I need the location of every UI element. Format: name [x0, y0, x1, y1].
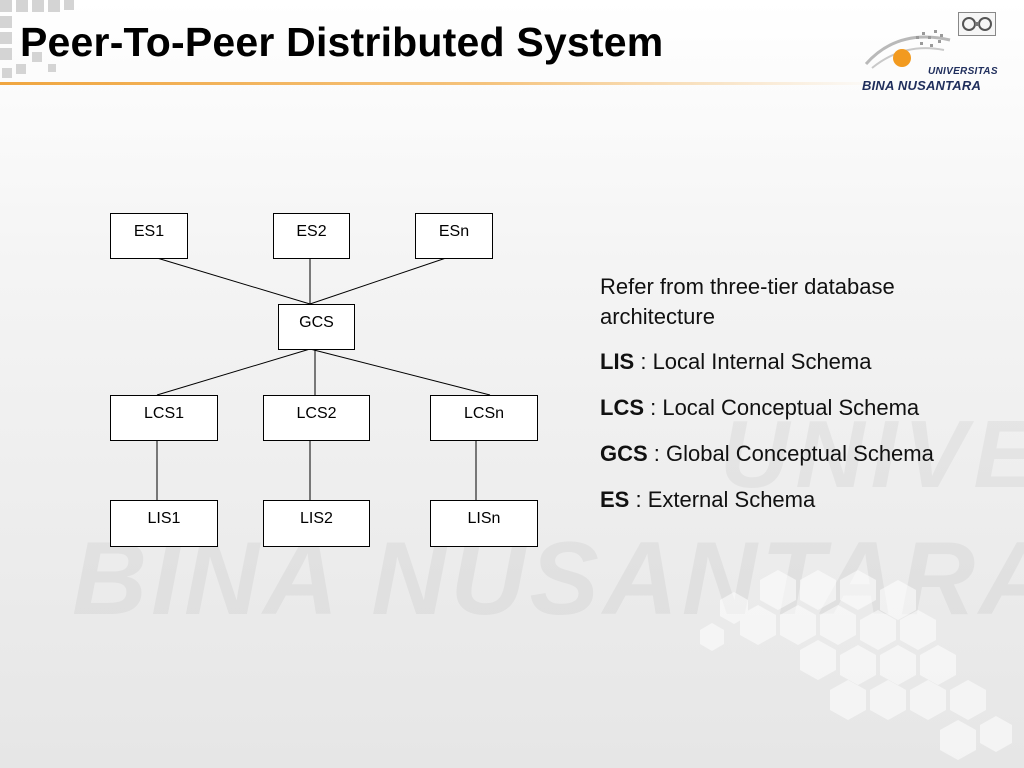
legend-definition: : Local Conceptual Schema — [644, 395, 920, 420]
connector-gcs-lcsn — [309, 348, 491, 396]
node-esn: ESn — [415, 213, 493, 259]
node-es1: ES1 — [110, 213, 188, 259]
legend-item-lis: LIS : Local Internal Schema — [600, 346, 1010, 378]
logo-text-bina-nusantara: BINA NUSANTARA — [862, 78, 982, 93]
node-lcsn: LCSn — [430, 395, 538, 441]
legend-intro: Refer from three-tier database architect… — [600, 274, 895, 329]
node-lis1: LIS1 — [110, 500, 218, 547]
legend-item-gcs: GCS : Global Conceptual Schema — [600, 438, 1010, 470]
node-lisn: LISn — [430, 500, 538, 547]
university-logo: UNIVERSITAS BINA NUSANTARA — [858, 22, 1008, 94]
legend-term: LIS — [600, 349, 635, 374]
node-lcs1: LCS1 — [110, 395, 218, 441]
legend-term: LCS — [600, 395, 644, 420]
logo-text-universitas: UNIVERSITAS — [928, 66, 998, 77]
legend-definition: : External Schema — [629, 487, 816, 512]
connector-esn-gcs — [309, 257, 447, 305]
node-es2: ES2 — [273, 213, 350, 259]
legend: Refer from three-tier database architect… — [600, 272, 1010, 530]
title-underline — [0, 82, 880, 85]
legend-term: ES — [600, 487, 630, 512]
logo-emblem-icon — [864, 30, 951, 69]
node-lcs2: LCS2 — [263, 395, 370, 441]
badge-icon — [958, 12, 996, 36]
connector-gcs-lcs1 — [156, 348, 311, 396]
legend-definition: : Global Conceptual Schema — [647, 441, 934, 466]
legend-item-es: ES : External Schema — [600, 484, 1010, 516]
slide-title: Peer-To-Peer Distributed System — [20, 19, 664, 65]
node-gcs: GCS — [278, 304, 355, 350]
connector-es1-gcs — [156, 257, 311, 305]
node-lis2: LIS2 — [263, 500, 370, 547]
legend-item-lcs: LCS : Local Conceptual Schema — [600, 392, 1010, 424]
legend-term: GCS — [600, 441, 648, 466]
legend-definition: : Local Internal Schema — [634, 349, 872, 374]
